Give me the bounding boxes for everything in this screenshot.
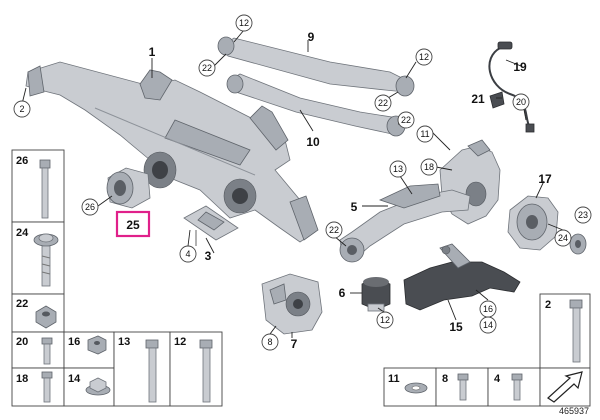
legend-number: 14 bbox=[68, 373, 81, 385]
long-bolt-icon bbox=[199, 339, 213, 403]
legend-number: 20 bbox=[16, 336, 28, 348]
part-label: 5 bbox=[351, 200, 358, 214]
legend-number: 2 bbox=[545, 299, 551, 311]
part-label: 15 bbox=[449, 320, 463, 334]
callout-circle: 22 bbox=[329, 225, 339, 235]
direction-arrow-icon bbox=[547, 371, 583, 403]
cover-part bbox=[403, 243, 521, 311]
legend-number: 26 bbox=[16, 155, 28, 167]
part-label: 9 bbox=[308, 30, 315, 44]
callout-circle: 22 bbox=[202, 63, 212, 73]
long-bolt-icon bbox=[569, 299, 583, 363]
callout-circles: 12 22 12 22 2 26 22 11 13 18 20 22 4 24 … bbox=[13, 14, 592, 351]
legend-number: 11 bbox=[388, 373, 400, 385]
sensor-part bbox=[488, 41, 535, 133]
small-bolt-icon bbox=[41, 337, 53, 365]
part-label: 6 bbox=[339, 286, 346, 300]
callout-circle: 12 bbox=[239, 18, 249, 28]
callout-circle: 20 bbox=[516, 97, 526, 107]
bushing-part bbox=[106, 167, 151, 209]
legend-number: 13 bbox=[118, 336, 130, 348]
flange-nut-icon bbox=[85, 377, 111, 396]
nut-icon bbox=[35, 305, 57, 329]
part-label: 1 bbox=[149, 45, 156, 59]
stud-icon bbox=[41, 371, 53, 403]
part-label: 10 bbox=[306, 135, 320, 149]
legend-number: 16 bbox=[68, 336, 80, 348]
callout-circle: 13 bbox=[393, 164, 403, 174]
legend-number: 8 bbox=[442, 373, 448, 385]
callout-circle: 2 bbox=[19, 104, 24, 114]
part-labels: 1 9 10 19 21 5 17 3 6 7 15 bbox=[149, 30, 552, 351]
callout-circle: 24 bbox=[558, 233, 568, 243]
hardware-grid-bottom: 11 8 4 bbox=[383, 367, 541, 407]
callout-circle: 16 bbox=[483, 304, 493, 314]
lower-arm-part bbox=[226, 73, 406, 137]
legend-number: 24 bbox=[16, 227, 29, 239]
part-label: 7 bbox=[291, 337, 298, 351]
part-label: 19 bbox=[513, 60, 527, 74]
small-bolt-icon bbox=[457, 373, 469, 401]
washer-icon bbox=[404, 382, 428, 394]
mount-bracket-part bbox=[261, 273, 323, 335]
plate-bracket-part bbox=[183, 205, 239, 246]
highlight-number: 25 bbox=[126, 218, 140, 232]
legend-number: 4 bbox=[494, 373, 501, 385]
callout-circle: 26 bbox=[85, 202, 95, 212]
callout-circle: 23 bbox=[578, 210, 588, 220]
part-label: 17 bbox=[538, 172, 552, 186]
diagram-id: 465937 bbox=[559, 406, 589, 416]
rubber-mount-part bbox=[361, 277, 391, 312]
control-arm-part bbox=[339, 183, 471, 263]
hardware-grid-right: 2 bbox=[539, 293, 591, 407]
callout-circle: 8 bbox=[267, 337, 272, 347]
long-bolt-icon bbox=[145, 339, 159, 403]
hardware-grid-left: 26 24 22 20 16 13 12 18 14 bbox=[11, 149, 223, 407]
callout-circle: 22 bbox=[378, 98, 388, 108]
small-bolt-icon bbox=[511, 373, 523, 401]
callout-circle: 14 bbox=[483, 320, 493, 330]
part-label: 3 bbox=[205, 249, 212, 263]
highlight-box bbox=[115, 210, 151, 238]
upper-arm-part bbox=[217, 36, 415, 97]
callout-circle: 12 bbox=[380, 315, 390, 325]
flange-bolt-icon bbox=[33, 233, 59, 287]
callout-circle: 4 bbox=[185, 249, 190, 259]
legend-number: 18 bbox=[16, 373, 28, 385]
part-label: 21 bbox=[471, 92, 485, 106]
legend-number: 12 bbox=[174, 336, 186, 348]
callout-circle: 11 bbox=[420, 129, 429, 139]
callout-circle: 12 bbox=[419, 52, 429, 62]
legend-number: 22 bbox=[16, 298, 28, 310]
callout-circle: 22 bbox=[401, 115, 411, 125]
cage-nut-icon bbox=[87, 335, 107, 355]
hub-part bbox=[507, 195, 587, 255]
subframe-part bbox=[25, 61, 319, 243]
bolt-icon bbox=[39, 159, 51, 219]
callout-circle: 18 bbox=[424, 162, 434, 172]
